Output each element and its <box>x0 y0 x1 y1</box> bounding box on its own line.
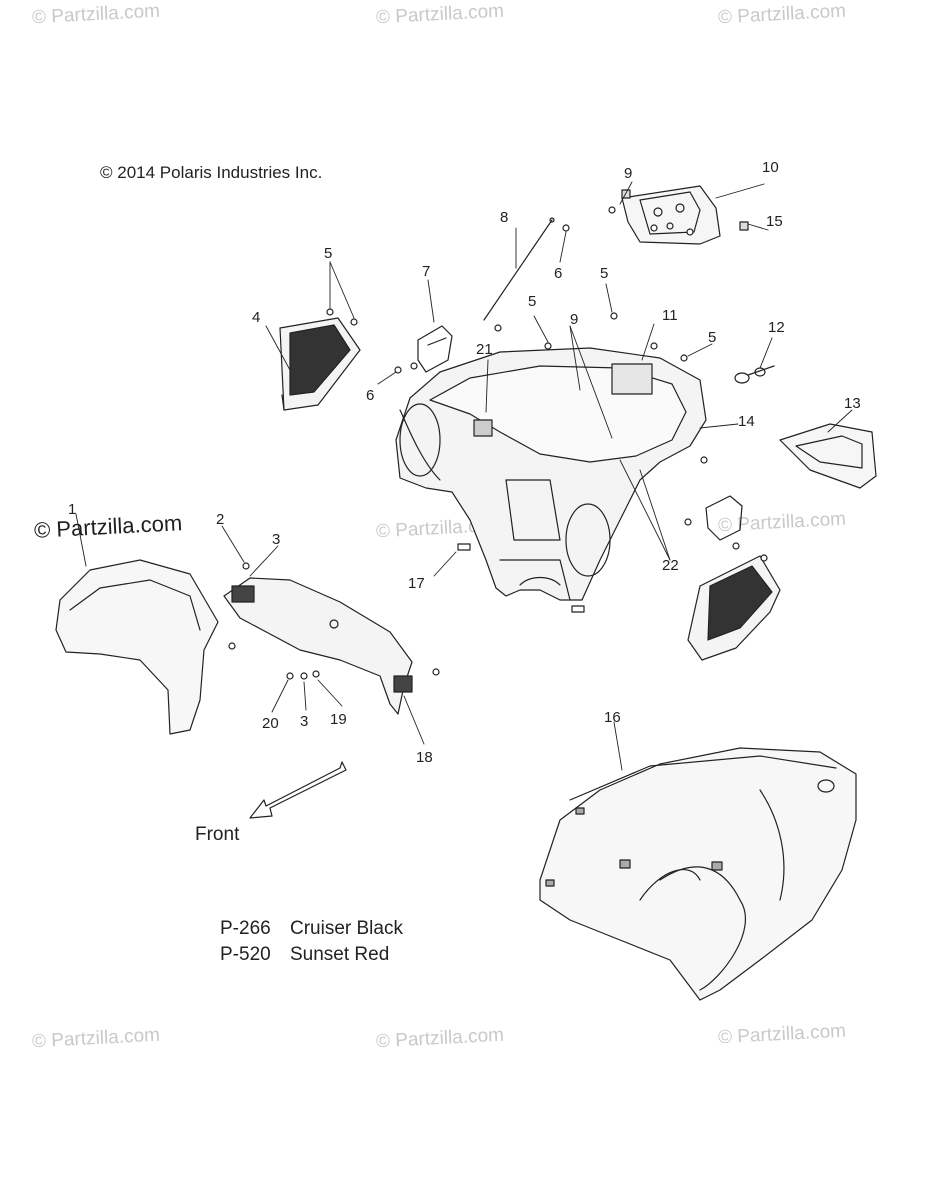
callout-20: 20 <box>262 715 279 732</box>
plate <box>779 423 877 489</box>
callout-13: 13 <box>844 395 861 412</box>
fitting <box>734 365 775 384</box>
front-arrow-icon <box>249 761 347 819</box>
bracket <box>417 325 453 373</box>
callout-1: 1 <box>68 501 77 518</box>
paint-code: P-266 <box>220 918 271 939</box>
callout-3: 3 <box>300 713 309 730</box>
fasteners <box>228 206 768 680</box>
callout-14: 14 <box>738 413 755 430</box>
callout-5: 5 <box>528 293 537 310</box>
paint-code: P-520 <box>220 944 271 965</box>
speaker-bracket-assembly <box>621 185 749 245</box>
paint-code-row: P-266 Cruiser Black <box>220 918 403 940</box>
callout-11: 11 <box>662 307 678 324</box>
paint-name: Sunset Red <box>290 944 390 965</box>
callout-5: 5 <box>324 245 333 262</box>
leader-lines <box>75 181 853 771</box>
callout-19: 19 <box>330 711 347 728</box>
callout-18: 18 <box>416 749 433 766</box>
callout-15: 15 <box>766 213 783 230</box>
callout-9: 9 <box>570 311 579 328</box>
callout-5: 5 <box>600 265 609 282</box>
label-plate <box>457 543 471 551</box>
cable <box>483 219 553 321</box>
callout-3: 3 <box>272 531 281 548</box>
label-plate <box>571 605 585 613</box>
callout-8: 8 <box>500 209 509 226</box>
callout-4: 4 <box>252 309 261 326</box>
copyright-notice: © 2014 Polaris Industries Inc. <box>100 163 323 182</box>
callout-17: 17 <box>408 575 425 592</box>
outer-fairing-right <box>539 747 857 1001</box>
front-label: Front <box>195 824 240 845</box>
speaker-grille-left <box>279 317 361 411</box>
callout-9: 9 <box>624 165 633 182</box>
callout-2: 2 <box>216 511 225 528</box>
callout-22: 22 <box>662 557 679 574</box>
callout-16: 16 <box>604 709 621 726</box>
inner-fairing <box>395 347 707 601</box>
callout-6: 6 <box>554 265 563 282</box>
callout-7: 7 <box>422 263 431 280</box>
speaker-grille-right <box>687 555 781 661</box>
inner-panel-left <box>223 577 413 715</box>
callout-21: 21 <box>476 341 493 358</box>
outer-fairing-left <box>55 559 219 735</box>
callout-12: 12 <box>768 319 785 336</box>
callout-6: 6 <box>366 387 375 404</box>
bracket-right <box>705 495 743 541</box>
callout-5: 5 <box>708 329 717 346</box>
cable-end <box>549 217 555 223</box>
paint-code-row: P-520 Sunset Red <box>220 944 389 966</box>
callout-10: 10 <box>762 159 779 176</box>
paint-name: Cruiser Black <box>290 918 403 939</box>
